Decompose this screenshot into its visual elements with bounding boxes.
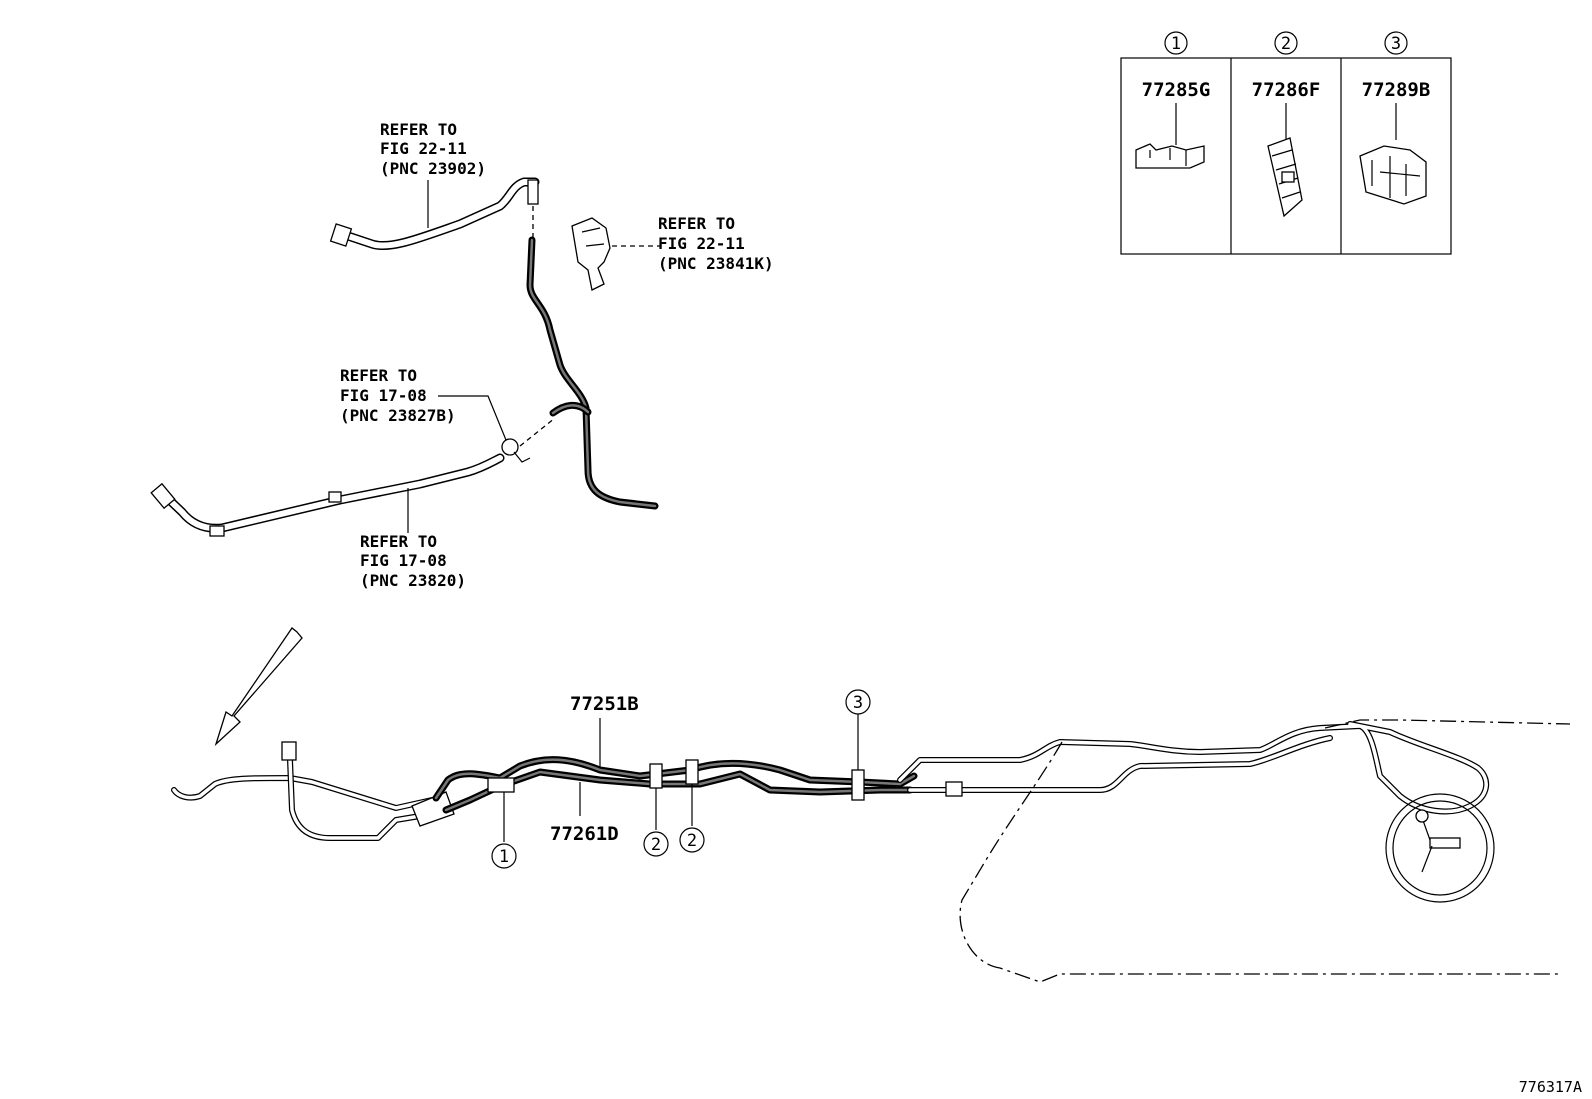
direction-arrow-icon: [214, 627, 303, 747]
legend-column-3: 3 77289B: [1359, 31, 1431, 205]
legend-marker-1: 1: [1171, 34, 1181, 54]
svg-text:2: 2: [651, 835, 661, 855]
legend-part-number-1: 77285G: [1142, 79, 1211, 101]
svg-text:77261D: 77261D: [550, 823, 619, 845]
svg-text:(PNC 23902): (PNC 23902): [380, 159, 486, 178]
legend-marker-3: 3: [1391, 34, 1401, 54]
callout-clamp-3: 3: [845, 689, 871, 770]
reference-23902: REFER TO FIG 22-11 (PNC 23902): [380, 120, 486, 228]
clamp-icon: [1135, 143, 1205, 169]
svg-text:REFER TO: REFER TO: [658, 214, 735, 233]
callout-clip-2b: 2: [679, 784, 705, 853]
clip-2b-mark: [685, 759, 699, 785]
legend-marker-2: 2: [1281, 34, 1291, 54]
fuel-pump-icon: [1385, 793, 1495, 903]
callout-clip-2a: 2: [643, 788, 669, 857]
reference-23841k: REFER TO FIG 22-11 (PNC 23841K): [658, 214, 774, 273]
svg-text:REFER TO: REFER TO: [340, 366, 417, 385]
svg-text:2: 2: [687, 831, 697, 851]
svg-text:(PNC 23827B): (PNC 23827B): [340, 406, 456, 425]
clip-23841k: [571, 217, 660, 291]
hose-23902: [329, 177, 540, 251]
hose-23820: [150, 417, 556, 537]
svg-text:FIG 17-08: FIG 17-08: [360, 551, 447, 570]
clip-2a-mark: [649, 763, 663, 789]
part-label-77251b: 77251B: [570, 693, 639, 768]
clamp-1-mark: [487, 777, 515, 793]
clamp-3-mark: [851, 769, 865, 801]
svg-text:77251B: 77251B: [570, 693, 639, 715]
part-label-77261d: 77261D: [550, 782, 619, 845]
clip-icon: [1267, 137, 1303, 218]
svg-text:REFER TO: REFER TO: [360, 532, 437, 551]
bracket-clamp-icon: [1359, 145, 1427, 205]
svg-text:(PNC 23820): (PNC 23820): [360, 571, 466, 590]
clamp-23827b: [501, 438, 531, 463]
reference-23827b: REFER TO FIG 17-08 (PNC 23827B): [340, 366, 507, 441]
svg-text:3: 3: [853, 693, 863, 713]
svg-text:(PNC 23841K): (PNC 23841K): [658, 254, 774, 273]
svg-text:FIG 17-08: FIG 17-08: [340, 386, 427, 405]
svg-text:REFER TO: REFER TO: [380, 120, 457, 139]
legend-table: 1 77285G 2 77286F 3 77289B: [1120, 31, 1452, 255]
callout-clamp-1: 1: [491, 792, 517, 869]
main-fuel-pipe-upper: [526, 236, 659, 510]
svg-text:FIG 22-11: FIG 22-11: [658, 234, 745, 253]
svg-text:FIG 22-11: FIG 22-11: [380, 139, 467, 158]
main-fuel-line-assembly: [171, 719, 1571, 983]
legend-column-1: 1 77285G: [1135, 31, 1211, 169]
svg-text:1: 1: [499, 847, 509, 867]
figure-id: 776317A: [1519, 1078, 1582, 1096]
legend-part-number-3: 77289B: [1362, 79, 1431, 101]
legend-column-2: 2 77286F: [1252, 31, 1321, 218]
reference-23820: REFER TO FIG 17-08 (PNC 23820): [360, 488, 466, 590]
legend-part-number-2: 77286F: [1252, 79, 1321, 101]
